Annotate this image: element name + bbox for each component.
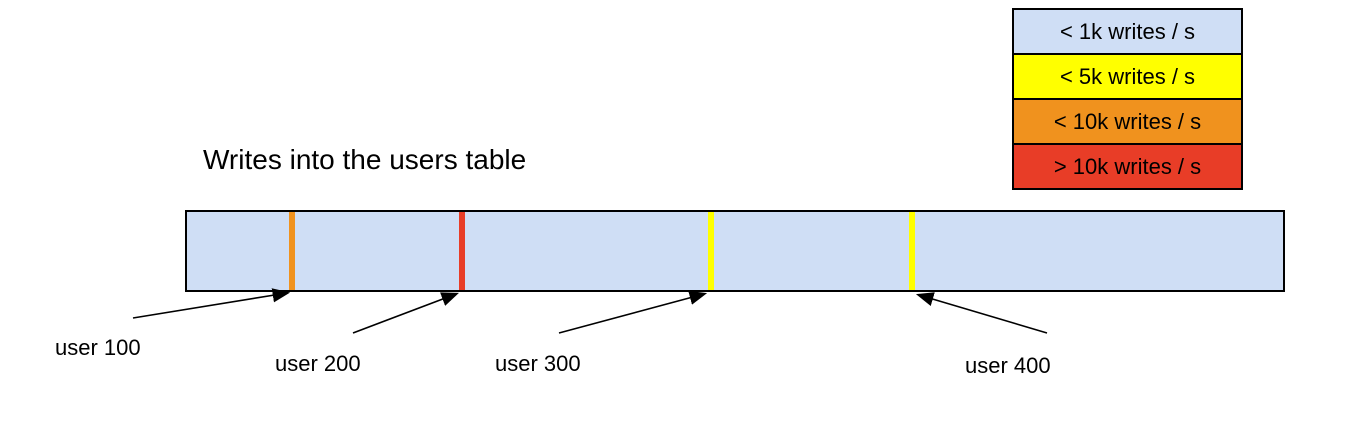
legend-item-label: < 1k writes / s bbox=[1059, 18, 1196, 44]
write-hotspot-marker-user-100 bbox=[289, 212, 295, 290]
write-hotspot-marker-user-200 bbox=[459, 212, 465, 290]
write-hotspot-marker-user-400 bbox=[909, 212, 915, 290]
legend-item-label: > 10k writes / s bbox=[1053, 153, 1202, 179]
legend-item-label: < 10k writes / s bbox=[1053, 108, 1202, 134]
user-100-label: user 100 bbox=[55, 335, 141, 360]
user-200-label: user 200 bbox=[275, 351, 361, 376]
legend: < 1k writes / s < 5k writes / s < 10k wr… bbox=[1012, 8, 1243, 190]
users-table-bar bbox=[185, 210, 1285, 292]
arrow-to-user-400 bbox=[915, 292, 1048, 334]
user-300-label: user 300 bbox=[495, 351, 581, 376]
write-hotspot-marker-user-300 bbox=[708, 212, 714, 290]
legend-item-under-1k: < 1k writes / s bbox=[1012, 8, 1243, 55]
legend-item-label: < 5k writes / s bbox=[1059, 63, 1196, 89]
arrow-to-user-200 bbox=[352, 292, 459, 334]
arrow-to-user-300 bbox=[558, 290, 708, 334]
legend-item-under-5k: < 5k writes / s bbox=[1012, 53, 1243, 100]
legend-item-over-10k: > 10k writes / s bbox=[1012, 143, 1243, 190]
arrow-to-user-100 bbox=[132, 288, 291, 319]
diagram-title: Writes into the users table bbox=[203, 144, 527, 175]
legend-item-under-10k: < 10k writes / s bbox=[1012, 98, 1243, 145]
user-400-label: user 400 bbox=[965, 353, 1051, 378]
